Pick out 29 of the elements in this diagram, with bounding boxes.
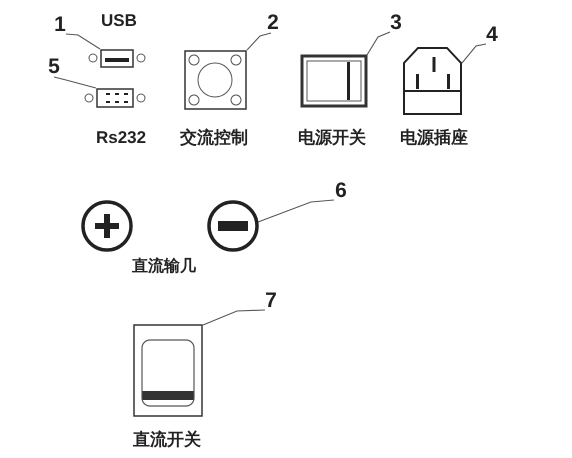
callout-number: 5 [46, 56, 62, 78]
callout-number: 7 [263, 290, 279, 312]
part-label: USB [101, 12, 137, 29]
callout-number: 3 [388, 12, 404, 34]
part-label: Rs232 [96, 129, 146, 146]
leader-line [54, 76, 96, 89]
leader-line [366, 32, 390, 56]
part-label: 直流开关 [133, 431, 201, 448]
leader-line [66, 33, 100, 50]
toggle-switch [133, 324, 203, 417]
callout-number: 1 [52, 14, 68, 36]
leader-line [462, 43, 486, 64]
power-socket-drawing [403, 47, 462, 115]
minus-terminal [207, 200, 259, 252]
part-label: 交流控制 [180, 129, 248, 146]
push-button [184, 50, 247, 110]
usb-port [100, 49, 134, 68]
leader-line [202, 309, 266, 326]
part-label: 直流输几 [132, 259, 196, 275]
callout-number: 4 [484, 24, 500, 46]
part-label: 电源开关 [298, 129, 366, 146]
leader-line [246, 32, 272, 50]
callout-number: 2 [265, 12, 281, 34]
part-label: 电源插座 [400, 129, 468, 146]
callout-number: 6 [333, 180, 349, 202]
leader-line [258, 199, 334, 223]
serial-port [96, 88, 134, 108]
plus-terminal [81, 200, 133, 252]
rocker-switch [301, 55, 367, 107]
